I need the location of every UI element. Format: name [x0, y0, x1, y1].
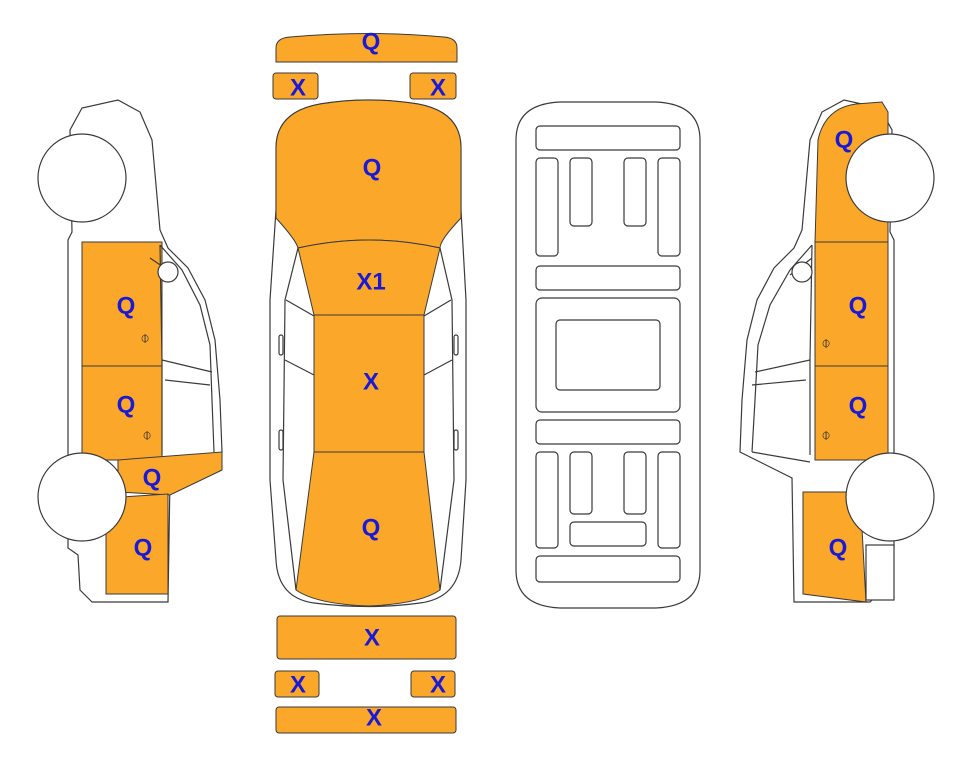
- left-rear-quarter-panel[interactable]: [105, 493, 169, 595]
- top-right-handle: [453, 334, 459, 356]
- left-rear-quarter-label: Q: [134, 535, 153, 562]
- left-rear-door-label: Q: [117, 392, 136, 419]
- top-view: Q X X Q X1 X Q X X X X: [269, 29, 467, 734]
- top-left-handle-rear: [278, 429, 284, 451]
- top-left-handle: [278, 334, 284, 356]
- left-mirror: [157, 261, 179, 283]
- right-front-door-panel[interactable]: [814, 241, 889, 367]
- front-bumper-upper-panel[interactable]: [275, 33, 458, 63]
- underside-rear-box: [569, 521, 647, 547]
- left-rear-door-handle-icon: ⌽: [142, 425, 152, 444]
- right-rear-door-panel[interactable]: [814, 365, 889, 461]
- underside-view: [515, 101, 701, 609]
- underside-mid-crossmember: [535, 265, 681, 291]
- right-rear-step: [865, 544, 895, 601]
- left-front-door-handle-icon: ⌽: [140, 328, 150, 347]
- hood-label: Q: [363, 155, 382, 182]
- right-front-wheel: [845, 133, 935, 223]
- underside-rear-left-rail: [535, 451, 559, 549]
- right-front-fender-label: Q: [835, 127, 854, 154]
- left-side-view: ⌽ ⌽ Q Q Q Q: [37, 99, 223, 603]
- left-rocker-panel[interactable]: [117, 451, 223, 496]
- underside-front-inner-right: [623, 157, 647, 227]
- roof-label: X: [363, 369, 379, 396]
- trunk-label: Q: [362, 515, 381, 542]
- top-side-glass-lines: [282, 247, 455, 591]
- left-rear-wheel: [37, 452, 127, 542]
- rear-bumper-left-corner-label: X: [290, 672, 306, 699]
- right-side-view: ⌽ ⌽ Q Q Q Q: [739, 99, 935, 603]
- top-right-handle-rear: [453, 429, 459, 451]
- front-bumper-right-corner-label: X: [430, 75, 446, 102]
- right-rear-door-handle-icon: ⌽: [821, 425, 831, 444]
- left-window-frame: [149, 244, 215, 455]
- rear-bumper-lower-panel[interactable]: [275, 706, 457, 734]
- right-rear-wheel: [845, 452, 935, 542]
- underside-center-plate: [555, 319, 661, 391]
- left-front-door-panel[interactable]: [81, 241, 163, 367]
- right-front-door-label: Q: [849, 293, 868, 320]
- rear-bumper-upper-panel[interactable]: [276, 615, 457, 660]
- rear-bumper-left-corner-panel[interactable]: [274, 670, 320, 698]
- rear-bumper-lower-label: X: [366, 705, 382, 732]
- left-front-wheel: [37, 133, 127, 223]
- underside-rear-crossmember: [535, 419, 681, 445]
- underside-rear-valance: [535, 555, 681, 583]
- windshield-label: X1: [356, 269, 385, 296]
- underside-front-left-rail: [535, 157, 559, 257]
- rear-bumper-upper-label: X: [364, 625, 380, 652]
- underside-front-crossmember: [535, 125, 681, 151]
- underside-rear-inner-left: [569, 451, 593, 515]
- underside-front-right-rail: [657, 157, 681, 257]
- rear-bumper-right-corner-panel[interactable]: [410, 670, 456, 698]
- right-window-frame: [751, 244, 813, 463]
- right-rear-quarter-panel[interactable]: [802, 491, 867, 603]
- right-front-door-handle-icon: ⌽: [821, 333, 831, 352]
- underside-rear-inner-right: [623, 451, 647, 515]
- rear-bumper-right-corner-label: X: [430, 672, 446, 699]
- front-bumper-left-corner-label: X: [290, 75, 306, 102]
- underside-front-inner-left: [569, 157, 593, 227]
- right-mirror: [791, 261, 813, 283]
- right-rear-door-label: Q: [849, 393, 868, 420]
- left-rear-door-panel[interactable]: [81, 365, 163, 461]
- underside-rear-right-rail: [657, 451, 681, 549]
- left-rocker-label: Q: [143, 465, 162, 492]
- trunk-panel[interactable]: [295, 451, 441, 607]
- front-bumper-right-corner-panel[interactable]: [409, 72, 457, 100]
- left-front-door-label: Q: [117, 293, 136, 320]
- front-bumper-left-corner-panel[interactable]: [272, 72, 319, 100]
- front-bumper-upper-label: Q: [362, 29, 381, 56]
- right-rear-quarter-label: Q: [829, 535, 848, 562]
